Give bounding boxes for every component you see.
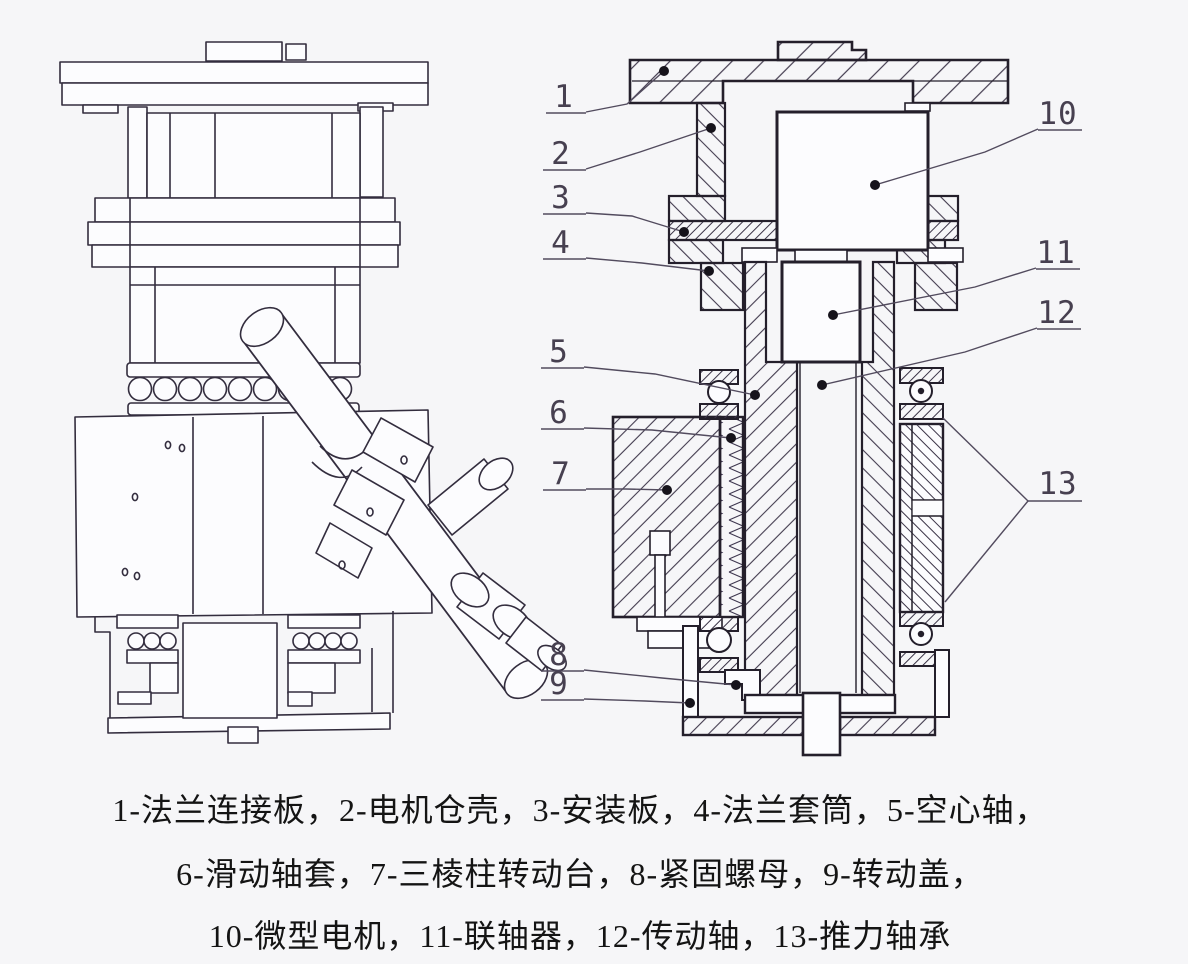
persp-mid-panel [146,112,361,199]
sec-shaft-stub [801,691,842,757]
persp-center-post [182,622,278,719]
leader-dot [870,180,880,190]
persp-top-boss [205,41,283,62]
persp-box-holes [121,440,186,581]
persp-mid-flange-2 [87,221,401,246]
sec-shell-flange-right [926,194,960,223]
persp-foot [227,726,259,744]
sec-cover-bottom-right [838,715,937,737]
sec-bearing-top-left [699,369,739,420]
persp-lower-bearing-right-top [287,614,361,629]
callout-number-9: 9 [549,666,569,702]
caption-line-2: 6-滑动轴套，7-三棱柱转动台，8-紧固螺母，9-转动盖， [176,856,984,892]
callouts: 1 2 3 4 5 6 [541,66,1082,708]
perspective-view [59,41,567,744]
leader-dot [817,380,827,390]
leader-dot [828,310,838,320]
persp-clamp-plate-3 [315,522,373,579]
callout-number-8: 8 [549,637,569,673]
persp-lower-bearing-left-bot [126,649,179,664]
persp-housing-left-wall [94,617,111,722]
persp-post-right [359,106,384,198]
callout-number-12: 12 [1037,295,1076,331]
callout-7: 7 [543,456,672,495]
sec-mounting-plate-right [926,219,960,242]
engineering-drawing: 1 2 3 4 5 6 [59,40,1082,757]
callout-13: 13 [942,417,1082,603]
callout-8: 8 [541,637,741,690]
leader-dot [679,227,689,237]
sec-bearing-bottom-right [899,611,944,667]
persp-lower-balls-right [292,632,358,650]
persp-top-flange-lower [61,82,429,106]
sec-bearing-top-right [899,367,944,420]
callout-1: 1 [546,66,669,115]
sec-flange-sleeve-left-2 [699,261,745,312]
persp-clamp-plate-2 [333,469,405,536]
sec-motor-shell-wall [695,101,727,198]
sec-flange-sleeve-right-2 [913,261,959,312]
callout-9: 9 [541,666,695,708]
persp-mid-flange-3 [91,244,399,268]
caption-line-3: 10-微型电机，11-联轴器，12-传动轴，13-推力轴承 [208,918,952,954]
leader-dot [704,266,714,276]
persp-lower-bearing-right-bot [287,649,361,664]
persp-lower-bearing-left-top [116,614,179,629]
callout-11: 11 [828,235,1080,320]
callout-number-13: 13 [1038,466,1077,502]
callout-number-11: 11 [1036,235,1075,271]
sec-sliding-sleeve [718,415,745,619]
callout-4: 4 [543,225,714,276]
sec-turntable [611,415,722,619]
callout-number-3: 3 [551,180,571,216]
persp-clamp-plate-1 [362,417,434,483]
sec-screw-head [649,530,671,556]
sec-motor-shaft [794,249,848,263]
callout-number-7: 7 [551,456,571,492]
persp-cylinder-2-cap [537,644,567,672]
callout-number-1: 1 [554,79,574,115]
leader-dot [662,485,672,495]
callout-number-2: 2 [551,136,571,172]
callout-12: 12 [817,295,1081,390]
sec-cover-bottom-left [681,715,805,737]
leader-dot [685,698,695,708]
callout-5: 5 [541,334,760,400]
sec-hollow-shaft-right [860,260,896,697]
callout-6: 6 [541,395,736,443]
persp-top-flange-upper [59,61,429,84]
persp-post-left [127,106,148,199]
callout-number-5: 5 [549,334,569,370]
persp-top-boss-step [285,43,307,61]
sec-flange-sleeve-left-1 [667,238,725,265]
persp-housing-bottom [107,712,391,734]
leader-dot [731,680,741,690]
callout-10: 10 [870,96,1082,190]
persp-lower-balls-left [127,632,177,650]
sec-plate-notch [904,102,931,112]
sec-motor [775,110,930,252]
sec-bearing-bottom-left [699,616,739,673]
persp-branch-rod-cap [478,457,514,491]
leader-dot [726,433,736,443]
persp-mid-flange-1 [94,197,396,223]
callout-number-4: 4 [551,225,571,261]
sec-cover-right-wall [934,649,950,718]
sec-top-boss [776,40,868,62]
leader-dot [706,123,716,133]
leader-dot [750,390,760,400]
callout-number-6: 6 [549,395,569,431]
section-view [611,40,1010,757]
persp-neck [129,266,361,364]
persp-flange-tab-left [82,104,119,114]
persp-tube-top-cap [239,306,285,348]
caption-line-1: 1-法兰连接板，2-电机仓壳，3-安装板，4-法兰套筒，5-空心轴， [112,792,1048,828]
callout-2: 2 [543,123,716,172]
callout-3: 3 [543,180,689,237]
callout-number-10: 10 [1038,96,1077,132]
sec-shell-flange-left [667,194,727,223]
sec-thrust-bearing-column [898,422,945,614]
leader-dot [659,66,669,76]
